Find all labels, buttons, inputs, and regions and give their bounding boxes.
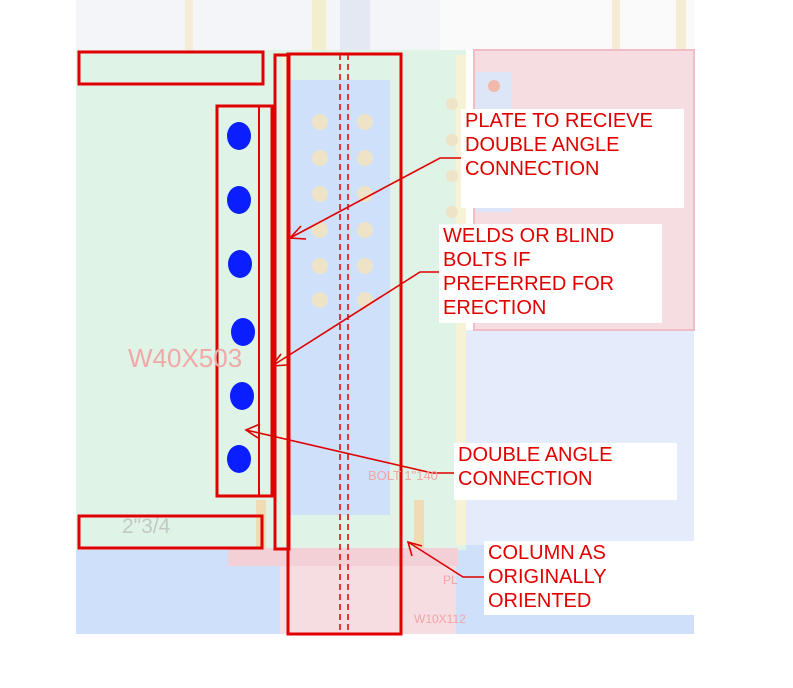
callout-double-angle: DOUBLE ANGLE CONNECTION xyxy=(454,443,677,500)
beam-bottom-flange-outline xyxy=(77,514,264,550)
callout-double-angle-line-2: CONNECTION xyxy=(458,468,593,490)
bolt-head xyxy=(227,122,251,150)
arrowheads xyxy=(244,225,423,557)
top-strip-light xyxy=(440,0,694,50)
base-plate xyxy=(228,548,458,566)
arrowhead-double-angle xyxy=(244,423,261,439)
callout-column: COLUMN AS ORIGINALLY ORIENTED xyxy=(484,541,704,615)
bolt-head xyxy=(231,318,255,346)
arrowhead-welds xyxy=(270,353,288,367)
callout-plate-line-1: PLATE TO RECIEVE xyxy=(465,110,653,132)
beam-top-flange-outline xyxy=(77,50,265,86)
plate-label: PL xyxy=(443,573,458,587)
callout-welds-line-4: ERECTION xyxy=(443,297,547,319)
bolt-head xyxy=(228,250,252,278)
dimension-label: 2"3/4 xyxy=(122,515,171,538)
column-outline xyxy=(286,52,403,636)
callout-column-line-1: COLUMN AS xyxy=(488,542,606,564)
leader-welds xyxy=(271,271,440,367)
double-angle-outline xyxy=(215,104,274,498)
bolt-head xyxy=(230,382,254,410)
leader-double-angle xyxy=(245,429,454,474)
beam-size-label: W40X503 xyxy=(128,343,243,373)
top-post-4 xyxy=(612,0,620,50)
bolt-group xyxy=(227,122,255,473)
leader-plate xyxy=(289,157,462,239)
leader-column xyxy=(407,541,486,578)
top-post-5 xyxy=(676,0,686,50)
callout-welds: WELDS OR BLIND BOLTS IF PREFERRED FOR ER… xyxy=(439,224,662,323)
bolt-head xyxy=(227,445,251,473)
pink-bolt-ghost xyxy=(488,80,500,92)
right-area xyxy=(462,330,694,545)
callout-plate-line-2: DOUBLE ANGLE xyxy=(465,134,620,156)
column-size-label: W10X112 xyxy=(414,612,466,626)
callout-column-line-3: ORIENTED xyxy=(488,590,592,612)
arrowhead-plate xyxy=(288,225,307,240)
top-post-2 xyxy=(312,0,326,50)
leader-lines xyxy=(245,157,486,578)
markup-shapes xyxy=(77,50,403,636)
anchor-rod-2 xyxy=(414,500,424,548)
callout-welds-line-2: BOLTS IF xyxy=(443,249,531,271)
top-post-1 xyxy=(185,0,193,50)
arrowhead-column xyxy=(406,540,423,557)
bolt-head xyxy=(227,186,251,214)
callout-column-line-2: ORIGINALLY xyxy=(488,566,607,588)
callout-double-angle-line-1: DOUBLE ANGLE xyxy=(458,444,613,466)
callout-welds-line-1: WELDS OR BLIND xyxy=(443,225,615,247)
callout-plate-line-3: CONNECTION xyxy=(465,158,600,180)
callout-welds-line-3: PREFERRED FOR xyxy=(443,273,615,295)
bolt-spec-label: BOLT 1"140 xyxy=(368,468,438,483)
column-base-pink xyxy=(280,566,456,634)
ghost-bolts xyxy=(312,98,458,308)
callout-plate: PLATE TO RECIEVE DOUBLE ANGLE CONNECTION xyxy=(461,109,684,208)
top-post-3 xyxy=(340,0,370,50)
column-flange-yellow-l xyxy=(282,55,290,545)
